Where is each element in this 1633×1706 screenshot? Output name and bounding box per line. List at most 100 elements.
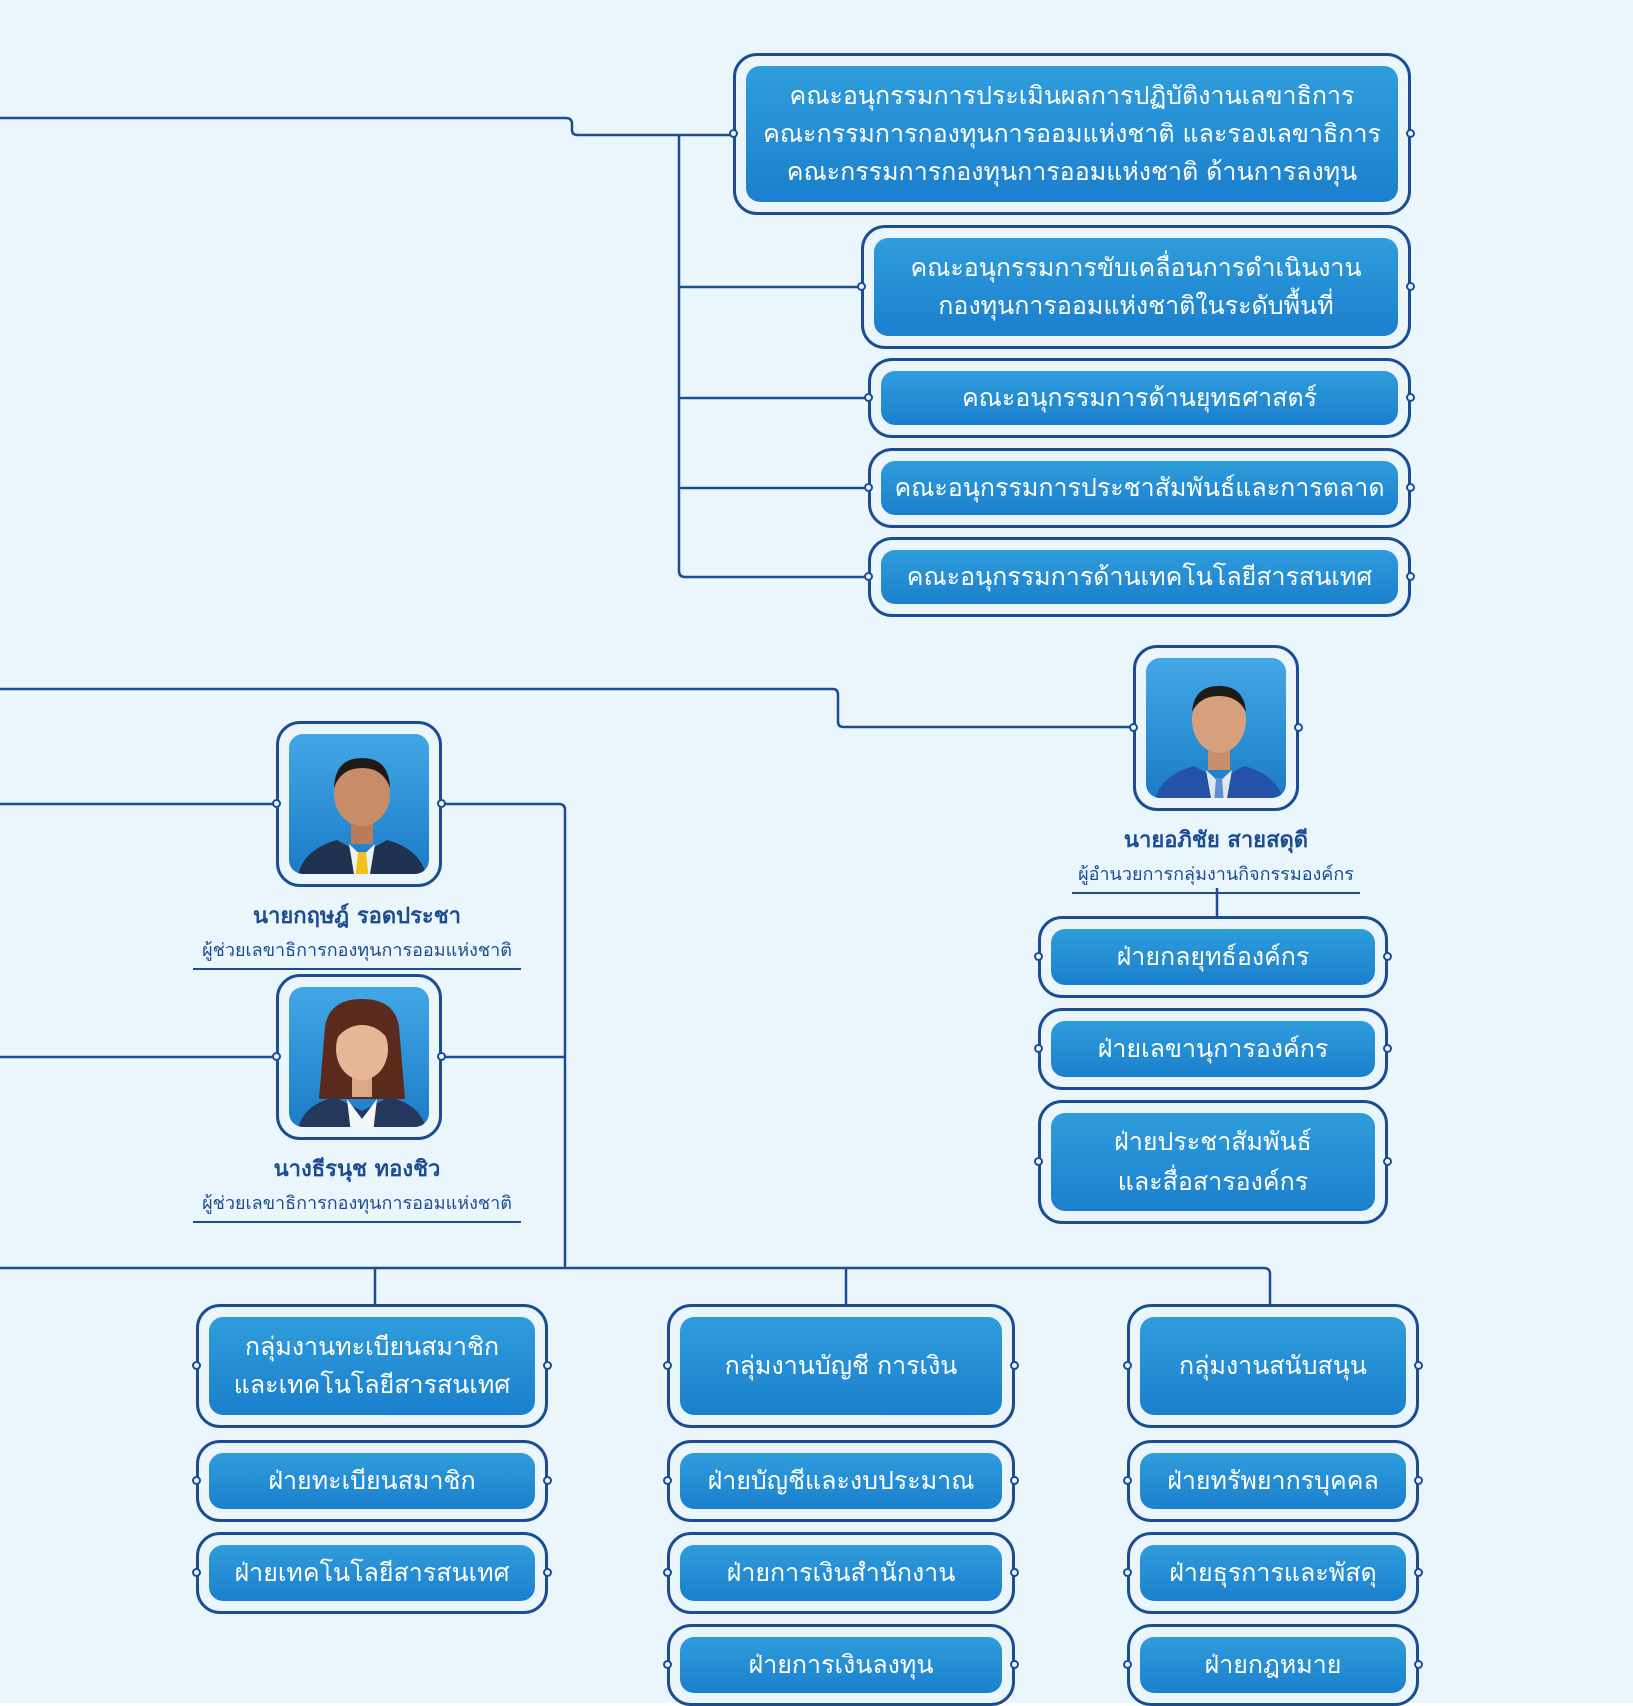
connector-port xyxy=(1034,1157,1043,1166)
assistant-1-position: ผู้ช่วยเลขาธิการกองทุนการออมแห่งชาติ xyxy=(202,940,512,961)
group-finance-title: กลุ่มงานบัญชี การเงิน xyxy=(724,1351,958,1380)
connector-port xyxy=(1129,723,1138,732)
unit-human-resources-label: ฝ่ายทรัพยากรบุคคล xyxy=(1167,1466,1379,1495)
unit-admin-supplies-box: ฝ่ายธุรการและพัสดุ xyxy=(1123,1532,1423,1614)
unit-accounting-budget-label: ฝ่ายบัญชีและงบประมาณ xyxy=(707,1466,975,1495)
connector-port xyxy=(1010,1660,1019,1669)
unit-strategy-box: ฝ่ายกลยุทธ์องค์กร xyxy=(1034,916,1392,998)
connector-port xyxy=(663,1361,672,1370)
connector-port xyxy=(1010,1476,1019,1485)
connector-port xyxy=(857,282,866,291)
assistant-1-info: นายกฤษฎ์ รอดประชา ผู้ช่วยเลขาธิการกองทุน… xyxy=(193,898,521,970)
subcommittee-strategy-label: คณะอนุกรรมการด้านยุทธศาสตร์ xyxy=(961,383,1318,412)
connector-assistant-1-right xyxy=(442,802,567,1268)
unit-information-technology-box: ฝ่ายเทคโนโลยีสารสนเทศ xyxy=(192,1532,552,1614)
unit-legal-label: ฝ่ายกฎหมาย xyxy=(1204,1650,1342,1679)
connector-port xyxy=(864,393,873,402)
assistant-1-underline xyxy=(193,968,521,970)
connector-subcommittee-feed xyxy=(0,116,733,137)
connector-port xyxy=(1406,129,1415,138)
connector-port xyxy=(1414,1476,1423,1485)
subcommittee-it-label: คณะอนุกรรมการด้านเทคโนโลยีสารสนเทศ xyxy=(906,562,1373,591)
unit-legal-box: ฝ่ายกฎหมาย xyxy=(1123,1624,1423,1706)
subcommittee-pr-box: คณะอนุกรรมการประชาสัมพันธ์และการตลาด xyxy=(864,448,1415,528)
unit-investment-finance-box: ฝ่ายการเงินลงทุน xyxy=(663,1624,1019,1706)
assistant-1-name: นายกฤษฎ์ รอดประชา xyxy=(252,904,462,929)
connector-port xyxy=(864,483,873,492)
connector-port xyxy=(1123,1568,1132,1577)
connector-port xyxy=(543,1476,552,1485)
connector-port xyxy=(1123,1476,1132,1485)
unit-investment-finance-label: ฝ่ายการเงินลงทุน xyxy=(748,1650,934,1679)
subcommittee-it-box: คณะอนุกรรมการด้านเทคโนโลยีสารสนเทศ xyxy=(864,537,1415,617)
connector-port xyxy=(1383,952,1392,961)
assistant-2-photo xyxy=(289,987,429,1127)
unit-human-resources-box: ฝ่ายทรัพยากรบุคคล xyxy=(1123,1440,1423,1522)
connector-port xyxy=(437,799,446,808)
unit-pr-comm-label: ฝ่ายประชาสัมพันธ์ และสื่อสารองค์กร xyxy=(1114,1127,1312,1196)
connector-port xyxy=(1406,393,1415,402)
connector-port xyxy=(1406,282,1415,291)
subcommittee-evaluation-box: คณะอนุกรรมการประเมินผลการปฏิบัติงานเลขาธ… xyxy=(729,53,1415,215)
connector-port xyxy=(543,1361,552,1370)
subcommittee-area-box: คณะอนุกรรมการขับเคลื่อนการดำเนินงาน กองท… xyxy=(857,225,1415,349)
unit-pr-comm-box: ฝ่ายประชาสัมพันธ์ และสื่อสารองค์กร xyxy=(1034,1100,1392,1224)
connector-port xyxy=(1414,1660,1423,1669)
director-photo xyxy=(1146,658,1286,798)
connector-port xyxy=(543,1568,552,1577)
connector-port xyxy=(1414,1361,1423,1370)
assistant-1-photo xyxy=(289,734,429,874)
group-support-title: กลุ่มงานสนับสนุน xyxy=(1179,1351,1367,1380)
unit-secretariat-box: ฝ่ายเลขานุการองค์กร xyxy=(1034,1008,1392,1090)
group-finance-box: กลุ่มงานบัญชี การเงิน xyxy=(663,1304,1019,1428)
connector-subcommittee-trunk xyxy=(677,135,868,579)
connector-port xyxy=(1383,1044,1392,1053)
subcommittee-pr-label: คณะอนุกรรมการประชาสัมพันธ์และการตลาด xyxy=(894,473,1385,502)
connector-port xyxy=(1123,1660,1132,1669)
connector-port xyxy=(729,129,738,138)
unit-office-finance-label: ฝ่ายการเงินสำนักงาน xyxy=(726,1558,956,1587)
connector-port xyxy=(272,1052,281,1061)
director-photo-frame xyxy=(1129,645,1303,811)
connector-port xyxy=(192,1361,201,1370)
connector-groups-bus xyxy=(0,1266,1272,1304)
connector-port xyxy=(663,1476,672,1485)
assistant-2-photo-frame xyxy=(272,974,446,1140)
connector-port xyxy=(1123,1361,1132,1370)
subcommittee-strategy-box: คณะอนุกรรมการด้านยุทธศาสตร์ xyxy=(864,358,1415,438)
assistant-2-underline xyxy=(193,1221,521,1223)
director-position: ผู้อำนวยการกลุ่มงานกิจกรรมองค์กร xyxy=(1078,864,1354,885)
subcommittee-evaluation-label: คณะอนุกรรมการประเมินผลการปฏิบัติงานเลขาธ… xyxy=(763,81,1381,186)
group-support-box: กลุ่มงานสนับสนุน xyxy=(1123,1304,1423,1428)
connector-port xyxy=(1383,1157,1392,1166)
group-registration-title: กลุ่มงานทะเบียนสมาชิก และเทคโนโลยีสารสนเ… xyxy=(233,1332,511,1399)
unit-office-finance-box: ฝ่ายการเงินสำนักงาน xyxy=(663,1532,1019,1614)
assistant-2-position: ผู้ช่วยเลขาธิการกองทุนการออมแห่งชาติ xyxy=(202,1193,512,1214)
connector-port xyxy=(192,1568,201,1577)
connector-port xyxy=(663,1568,672,1577)
group-registration-box: กลุ่มงานทะเบียนสมาชิก และเทคโนโลยีสารสนเ… xyxy=(192,1304,552,1428)
unit-admin-supplies-label: ฝ่ายธุรการและพัสดุ xyxy=(1169,1558,1377,1587)
unit-member-registration-box: ฝ่ายทะเบียนสมาชิก xyxy=(192,1440,552,1522)
unit-secretariat-label: ฝ่ายเลขานุการองค์กร xyxy=(1097,1034,1329,1063)
assistant-1-photo-frame xyxy=(272,721,446,887)
connector-director-feed xyxy=(0,687,1133,729)
connector-port xyxy=(437,1052,446,1061)
director-name: นายอภิชัย สายสดุดี xyxy=(1123,828,1309,853)
unit-accounting-budget-box: ฝ่ายบัญชีและงบประมาณ xyxy=(663,1440,1019,1522)
connector-port xyxy=(272,799,281,808)
assistant-2-name: นางธีรนุช ทองชิว xyxy=(273,1157,441,1182)
unit-strategy-label: ฝ่ายกลยุทธ์องค์กร xyxy=(1116,942,1310,971)
connector-port xyxy=(1034,952,1043,961)
unit-member-registration-label: ฝ่ายทะเบียนสมาชิก xyxy=(268,1466,476,1495)
connector-port xyxy=(1034,1044,1043,1053)
connector-port xyxy=(1010,1568,1019,1577)
connector-port xyxy=(1414,1568,1423,1577)
connector-port xyxy=(192,1476,201,1485)
connector-port xyxy=(663,1660,672,1669)
director-underline xyxy=(1072,892,1360,894)
connector-port xyxy=(1406,572,1415,581)
assistant-2-info: นางธีรนุช ทองชิว ผู้ช่วยเลขาธิการกองทุนก… xyxy=(193,1151,521,1223)
